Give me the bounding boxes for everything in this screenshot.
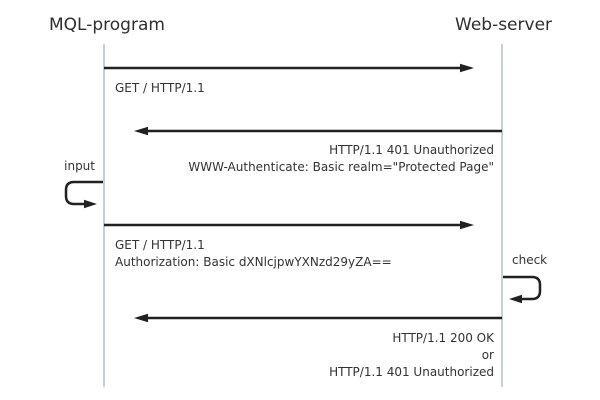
self-action-label-input: input	[64, 159, 95, 173]
message-label-request-1: GET / HTTP/1.1	[115, 80, 205, 97]
message-line: HTTP/1.1 401 Unauthorized	[329, 143, 494, 157]
arrowhead-left-icon	[509, 294, 522, 304]
message-label-response-401: HTTP/1.1 401 Unauthorized WWW-Authentica…	[188, 142, 494, 176]
message-arrow-response-401	[134, 126, 502, 136]
self-loop-input	[64, 180, 103, 209]
arrowhead-left-icon	[134, 126, 148, 136]
actor-title-web-server: Web-server	[455, 15, 553, 35]
message-label-request-2: GET / HTTP/1.1 Authorization: Basic dXNl…	[115, 237, 392, 271]
message-line: WWW-Authenticate: Basic realm="Protected…	[188, 160, 494, 174]
message-line: GET / HTTP/1.1	[115, 81, 205, 95]
self-loop-line	[64, 180, 103, 206]
message-arrow-response-final	[134, 313, 502, 323]
self-loop-line	[503, 275, 542, 301]
lifeline-mql-program	[103, 44, 105, 387]
lifeline-web-server	[501, 44, 503, 387]
message-label-response-final: HTTP/1.1 200 OK or HTTP/1.1 401 Unauthor…	[329, 330, 494, 381]
arrowhead-left-icon	[134, 313, 148, 323]
message-line: or	[481, 348, 494, 362]
message-arrow-request-2	[104, 220, 474, 230]
arrowhead-right-icon	[460, 220, 474, 230]
message-line: Authorization: Basic dXNlcjpwYXNzd29yZA=…	[115, 255, 392, 269]
self-loop-check	[503, 275, 542, 304]
arrowhead-right-icon	[460, 63, 474, 73]
actor-title-mql-program: MQL-program	[49, 15, 165, 35]
message-line: HTTP/1.1 200 OK	[392, 331, 494, 345]
self-action-label-check: check	[512, 253, 548, 267]
message-line: GET / HTTP/1.1	[115, 238, 205, 252]
arrowhead-right-icon	[84, 199, 97, 209]
message-arrow-request-1	[104, 63, 474, 73]
message-line: HTTP/1.1 401 Unauthorized	[329, 365, 494, 379]
